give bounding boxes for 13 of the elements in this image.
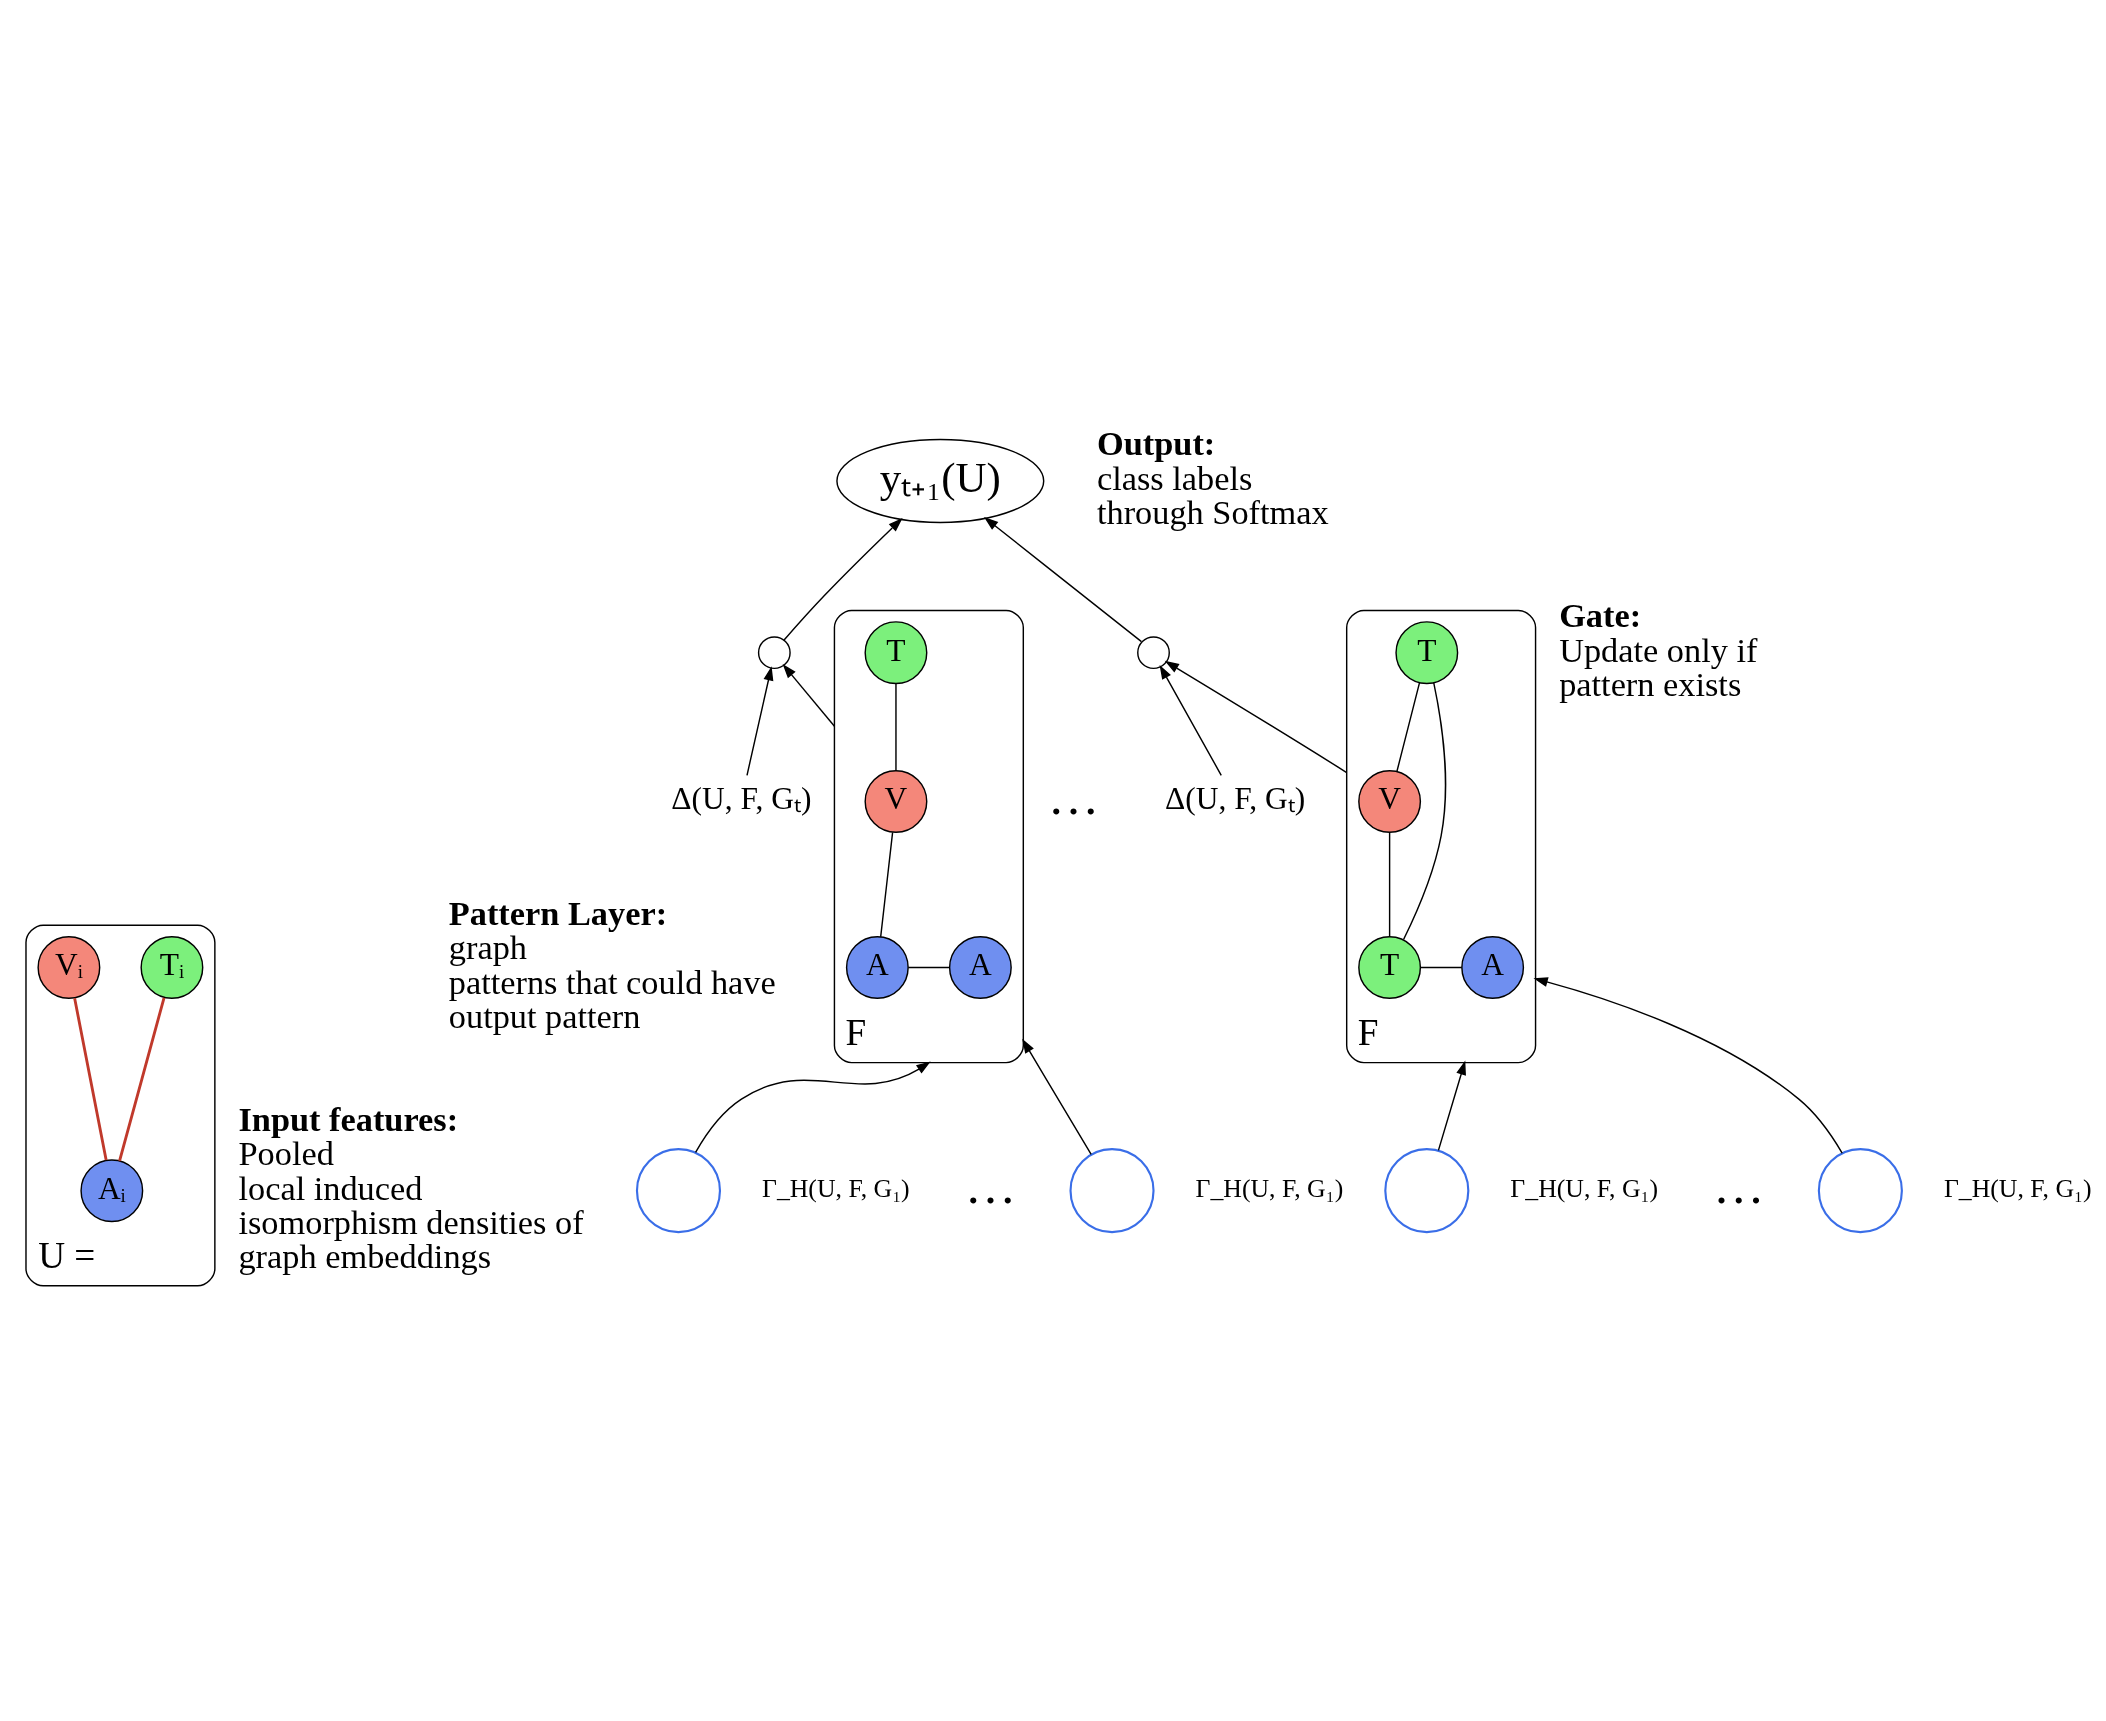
- node-label: Γ_H(U, F, G₁): [762, 1173, 910, 1203]
- node-label: Γ_H(U, F, G₁): [1510, 1173, 1659, 1203]
- label: Output: class labels through Softmax: [1097, 424, 1329, 532]
- label: Input features: Pooled local induced isomorphism densities of graph embeddings: [238, 1099, 584, 1276]
- node-label: Γ_H(U, F, G₁): [1195, 1173, 1344, 1203]
- node-text: Δ(U, F, Gₜ): [1165, 781, 1306, 817]
- node-text: Δ(U, F, Gₜ): [671, 781, 812, 817]
- label: …: [1047, 768, 1100, 826]
- label: …: [964, 1157, 1017, 1215]
- label: Pattern Layer: graph patterns that could have output pattern: [448, 893, 776, 1035]
- node-label: Γ_H(U, F, G₁): [1943, 1173, 2092, 1203]
- label: …: [1713, 1157, 1765, 1215]
- label: Gate: Update only if pattern exists: [1559, 596, 1758, 703]
